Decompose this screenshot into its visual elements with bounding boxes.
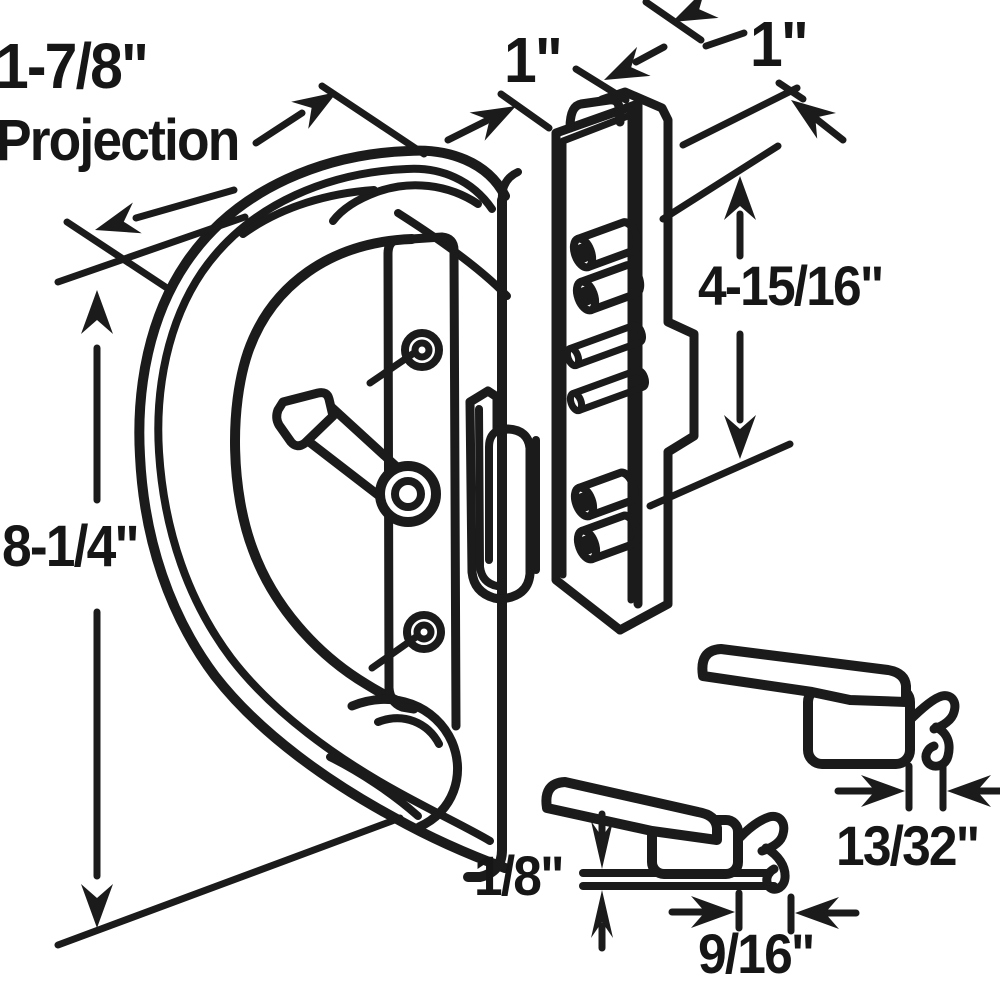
handle-foot-accent bbox=[374, 714, 443, 748]
label-projection-value: 1-7/8" bbox=[0, 30, 149, 102]
keeper-lever-upper bbox=[697, 644, 960, 771]
handle-backplate-top bbox=[383, 232, 461, 731]
handle-backplate-left bbox=[383, 249, 419, 714]
arrow-down-icon bbox=[724, 415, 756, 459]
lower-lever-hook-tail bbox=[761, 843, 790, 894]
plate-back-escutcheon bbox=[597, 87, 699, 635]
handle-grip-hole bbox=[230, 234, 417, 711]
dim-plate-height bbox=[646, 142, 794, 510]
plate-bushing-2 bbox=[572, 261, 645, 315]
arrow-down-icon bbox=[591, 821, 613, 869]
plate-bushing-3 bbox=[570, 468, 639, 521]
arrow-up-right-icon bbox=[469, 106, 516, 141]
arrow-down-left-icon bbox=[672, 0, 719, 22]
arrow-left-icon bbox=[795, 897, 839, 929]
plate-front-face bbox=[551, 99, 643, 635]
plate-pin-2 bbox=[566, 366, 650, 415]
label-right-dim: 4-15/16" bbox=[698, 254, 884, 317]
label-lower-right-dim: 13/32" bbox=[836, 814, 980, 877]
plate-pin-1 bbox=[563, 321, 647, 370]
handle-outer-loop bbox=[134, 145, 510, 873]
label-top-dim-left: 1" bbox=[504, 24, 563, 96]
keeper-lever-lower bbox=[541, 777, 790, 894]
lower-lever-arm bbox=[541, 777, 722, 845]
arrow-up-icon bbox=[724, 176, 756, 220]
arrow-down-left-icon bbox=[604, 46, 651, 80]
dim-handle-height bbox=[54, 213, 404, 949]
dim-upper-hook-width bbox=[834, 762, 1000, 812]
dim-plate-top bbox=[444, 0, 847, 149]
handle-top-horn-fold bbox=[239, 186, 378, 238]
plate-bushing-1 bbox=[569, 218, 642, 272]
label-left-dim: 8-1/4" bbox=[2, 514, 140, 579]
arrow-left-icon bbox=[947, 775, 991, 807]
label-top-dim-right: 1" bbox=[750, 8, 809, 80]
upper-lever-hook-tail bbox=[921, 722, 954, 771]
label-projection-word: Projection bbox=[0, 108, 240, 173]
label-lower-center-dim: 9/16" bbox=[698, 922, 815, 985]
handle-top-horn-inner bbox=[329, 181, 482, 225]
lower-lever-hook bbox=[731, 811, 789, 856]
label-lower-left-dim: 1/8" bbox=[474, 844, 565, 907]
screw-hole-top bbox=[366, 329, 443, 387]
arrow-down-icon bbox=[81, 884, 113, 928]
handle-outer-inner-line bbox=[154, 164, 496, 845]
arrow-right-icon bbox=[691, 896, 735, 928]
screw-hole-bottom bbox=[368, 611, 445, 672]
mounting-plate bbox=[551, 87, 699, 635]
door-handle bbox=[134, 145, 522, 882]
upper-lever-hook bbox=[903, 691, 960, 734]
handle-depth-top-curl bbox=[497, 168, 522, 208]
arrow-up-icon bbox=[591, 890, 613, 938]
arrow-up-icon bbox=[81, 290, 113, 334]
thumb-latch-lever bbox=[272, 388, 441, 527]
latch-clip bbox=[465, 386, 540, 604]
handle-depth-edge bbox=[463, 195, 507, 882]
dim-projection bbox=[63, 82, 428, 294]
handle-foot-fold bbox=[326, 753, 422, 820]
dim-lower-offset bbox=[591, 810, 613, 952]
arrow-up-right-icon bbox=[291, 92, 337, 129]
upper-lever-arm bbox=[697, 644, 911, 707]
arrow-right-icon bbox=[861, 775, 905, 807]
plate-bushing-4 bbox=[573, 511, 642, 564]
dim-lower-hook-width bbox=[668, 889, 860, 935]
arrow-down-left-icon bbox=[95, 202, 142, 234]
